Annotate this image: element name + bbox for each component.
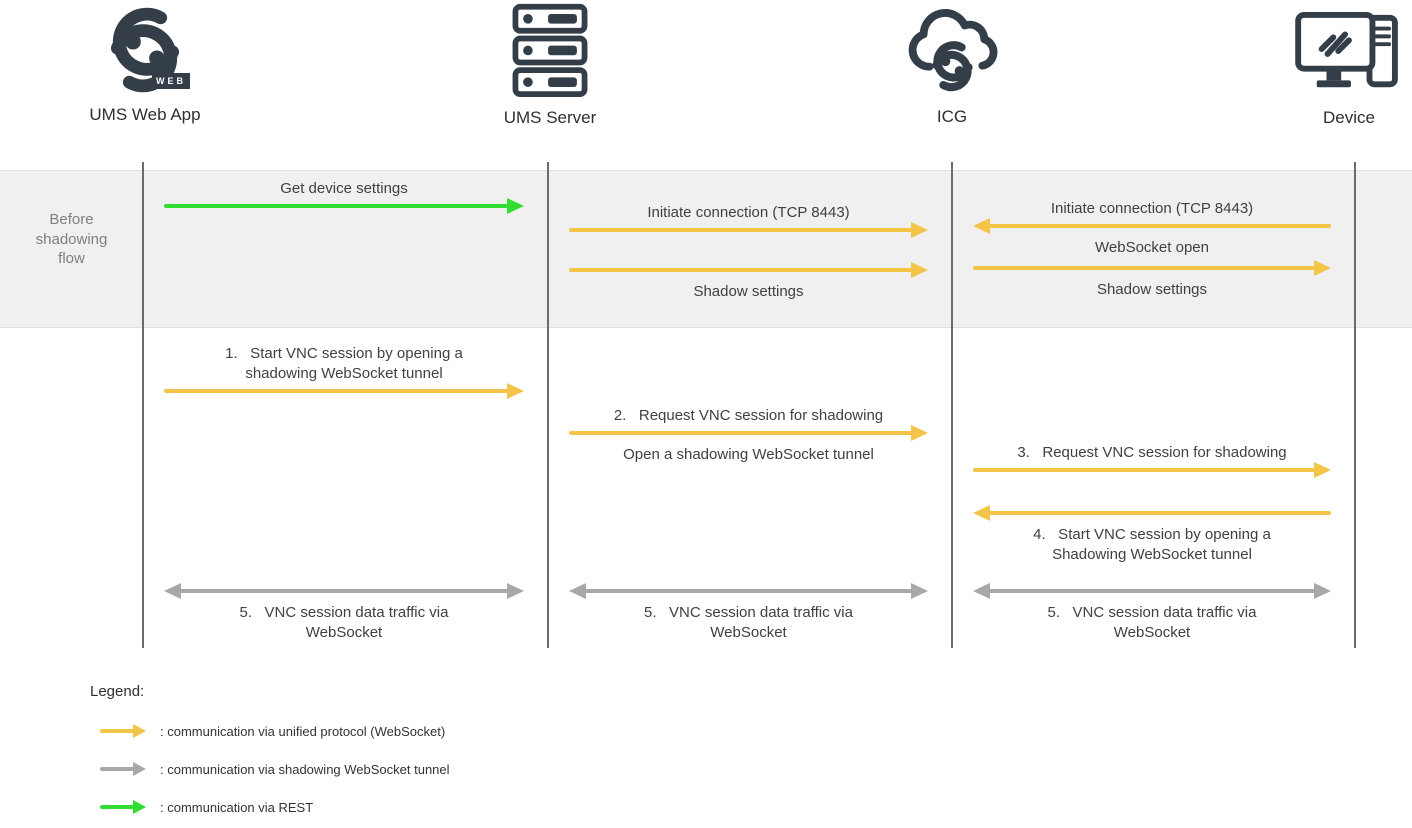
legend-title: Legend: [90, 683, 145, 700]
message-label-init_si-above: Initiate connection (TCP 8443) [647, 204, 850, 221]
message-label-s5c-below: 5. VNC session data traffic via WebSocke… [1047, 604, 1257, 641]
message-label-get_device-above: Get device settings [280, 180, 408, 197]
legend-label-unified: : communication via unified protocol (We… [160, 723, 446, 739]
message-label-s2-below: Open a shadowing WebSocket tunnel [623, 446, 874, 463]
message-arrow-shadow_si [569, 261, 928, 279]
legend-arrow-rest [100, 800, 146, 814]
legend-label-tunnel: : communication via shadowing WebSocket … [160, 761, 450, 777]
actor-label-ums-web-app: UMS Web App [89, 105, 201, 124]
message-label-init_di-below: WebSocket open [1095, 239, 1209, 256]
device-icon [1294, 10, 1402, 101]
ums-web-app-logo-icon [99, 4, 191, 101]
legend-item-rest: : communication via REST [100, 797, 313, 817]
legend-item-unified: : communication via unified protocol (We… [100, 721, 445, 741]
before-shadowing-band [0, 170, 1412, 328]
message-label-shadow_id-below: Shadow settings [1096, 281, 1208, 298]
message-label-s3-above: 3. Request VNC session for shadowing [1017, 444, 1287, 461]
message-label-s5b-below: 5. VNC session data traffic via WebSocke… [644, 604, 853, 641]
lifeline-icg [951, 162, 953, 648]
message-label-s4-below: 4. Start VNC session by opening a Shadow… [1033, 526, 1271, 563]
message-arrow-s5c [973, 582, 1331, 600]
legend-arrow-tunnel [100, 762, 146, 776]
message-arrow-s4 [973, 504, 1331, 522]
actor-label-icg: ICG [936, 107, 968, 126]
before-shadowing-band-label: Before shadowing flow [35, 211, 108, 267]
icg-cloud-icon [903, 4, 1001, 103]
lifeline-ums-web-app [142, 162, 144, 648]
message-label-s1-above: 1. Start VNC session by opening a shadow… [225, 345, 463, 382]
ums-server-icon [502, 2, 598, 103]
message-arrow-s2 [569, 424, 928, 442]
message-arrow-s3 [973, 461, 1331, 479]
message-label-shadow_si-below: Shadow settings [693, 283, 804, 300]
web-badge: WEB [152, 73, 190, 89]
message-label-init_di-above: Initiate connection (TCP 8443) [1050, 200, 1254, 217]
message-arrow-get_device [164, 197, 524, 215]
message-arrow-s1 [164, 382, 524, 400]
actor-label-ums-server: UMS Server [503, 108, 597, 127]
actor-label-device: Device [1323, 108, 1375, 127]
legend-label-rest: : communication via REST [160, 799, 314, 815]
lifeline-ums-server [547, 162, 549, 648]
message-arrow-init_si [569, 221, 928, 239]
message-label-s2-above: 2. Request VNC session for shadowing [613, 407, 884, 424]
message-arrow-init_di [973, 217, 1331, 235]
message-label-s5a-below: 5. VNC session data traffic via WebSocke… [239, 604, 449, 641]
legend-arrow-unified [100, 724, 146, 738]
legend-item-tunnel: : communication via shadowing WebSocket … [100, 759, 450, 779]
message-arrow-s5b [569, 582, 928, 600]
message-arrow-s5a [164, 582, 524, 600]
lifeline-device [1354, 162, 1356, 648]
message-arrow-shadow_id [973, 259, 1331, 277]
